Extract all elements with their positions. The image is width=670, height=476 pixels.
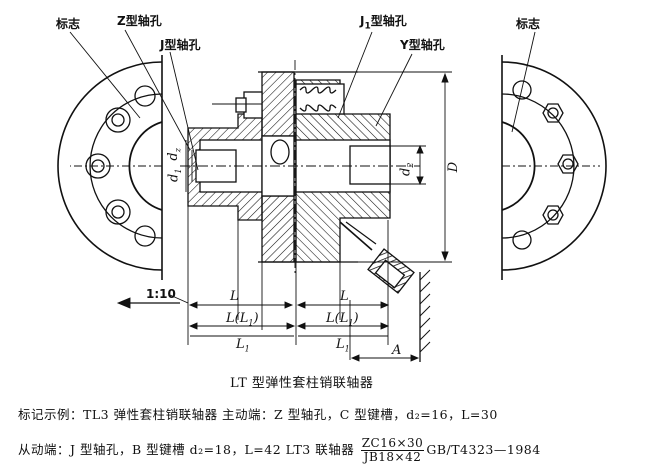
fraction-numerator: ZC16×30: [360, 436, 425, 451]
dim-LL1-left-close: ): [253, 311, 259, 326]
dim-L1-right-sub: 1: [344, 344, 350, 354]
leader-lines: [69, 29, 536, 171]
label-j-bore: J型轴孔: [160, 38, 201, 52]
dim-LL1-right-close: ): [353, 311, 359, 326]
left-end-view: [57, 55, 163, 280]
dim-d2: d2: [398, 162, 418, 177]
dim-L-left: L: [230, 289, 239, 304]
dim-LL1-left-sub: 1: [248, 318, 254, 328]
label-mark-left: 标志: [56, 17, 81, 31]
dim-LL1-left: L(L1): [226, 312, 259, 331]
caption-line-2-prefix: 从动端：J 型轴孔，B 型键槽 d₂=18，L=42 LT3 联轴器: [18, 442, 355, 457]
dim-dz-text: d: [165, 152, 181, 161]
dim-d1-sub: 1: [174, 168, 184, 174]
dim-dz-sub: z: [173, 148, 183, 153]
dim-L1-left: L1: [236, 338, 250, 357]
fraction-denominator: JB18×42: [363, 450, 422, 464]
section-view: [180, 60, 420, 294]
dim-L1-left-sub: 1: [244, 344, 250, 354]
j1-prefix: J: [360, 14, 365, 28]
caption-line-2: 从动端：J 型轴孔，B 型键槽 d₂=18，L=42 LT3 联轴器 ZC16×…: [18, 437, 541, 464]
j1-sub: 1: [364, 21, 371, 32]
j1-suffix: 型轴孔: [370, 14, 407, 28]
dim-dz: dz: [165, 148, 186, 161]
dim-d2-text: d: [398, 167, 414, 177]
dim-d2-sub: 2: [406, 162, 416, 168]
caption-line-2-suffix: GB/T4323—1984: [426, 442, 541, 457]
dim-L1-left-text: L: [236, 337, 245, 352]
dim-D: D: [446, 161, 462, 173]
dim-L1-right-text: L: [336, 337, 345, 352]
dim-A: A: [392, 343, 402, 358]
label-j1-bore: J1型轴孔: [360, 14, 407, 33]
label-mark-right: 标志: [516, 17, 541, 31]
label-z-bore: Z型轴孔: [117, 14, 162, 28]
label-y-bore: Y型轴孔: [400, 38, 445, 52]
dim-L1-right: L1: [336, 338, 350, 357]
dim-LL1-right-text: L(L: [326, 311, 349, 326]
wall-hatch: [419, 269, 431, 362]
dim-LL1-right: L(L1): [326, 312, 359, 331]
right-end-view: [501, 55, 607, 280]
dim-d1-text: d: [166, 173, 182, 183]
caption-line-1: 标记示例：TL3 弹性套柱销联轴器 主动端：Z 型轴孔，C 型键槽，d₂=16，…: [18, 407, 498, 422]
figure-title: LT 型弹性套柱销联轴器: [230, 376, 374, 391]
dimension-lines: [116, 71, 452, 362]
dim-LL1-left-text: L(L: [226, 311, 249, 326]
dim-L-right: L: [340, 289, 349, 304]
designation-fraction: ZC16×30 JB18×42: [360, 436, 425, 464]
dim-d1: d1: [166, 168, 186, 183]
dim-LL1-right-sub: 1: [348, 318, 354, 328]
label-taper: 1:10: [146, 287, 176, 301]
